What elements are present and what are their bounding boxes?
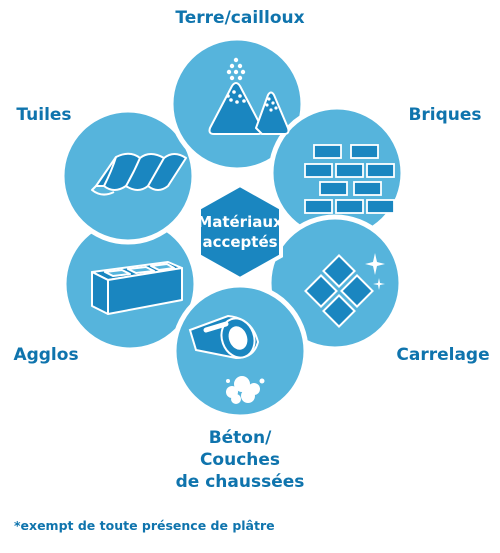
sand-piles-icon [208, 57, 290, 135]
label-agglos: Agglos [13, 345, 79, 365]
roof-tiles-icon [91, 152, 187, 196]
label-beton-line3: de chaussées [175, 472, 305, 492]
label-beton-line1: Béton/ [208, 428, 272, 448]
bricks-icon [304, 144, 395, 214]
footnote: *exempt de toute présence de plâtre [14, 518, 275, 533]
label-carrelage: Carrelage [396, 345, 490, 365]
cinder-block-icon [91, 261, 183, 315]
label-briques: Briques [408, 105, 482, 125]
center-label-line2: acceptés [202, 233, 277, 251]
center-hexagon [197, 182, 283, 282]
label-tuiles: Tuiles [16, 105, 72, 125]
label-terre: Terre/cailloux [175, 8, 305, 28]
concrete-pipe-icon [188, 314, 265, 404]
tiles-icon [304, 253, 385, 328]
label-beton-line2: Couches [199, 450, 281, 470]
center-label-line1: Matériaux [197, 213, 283, 231]
